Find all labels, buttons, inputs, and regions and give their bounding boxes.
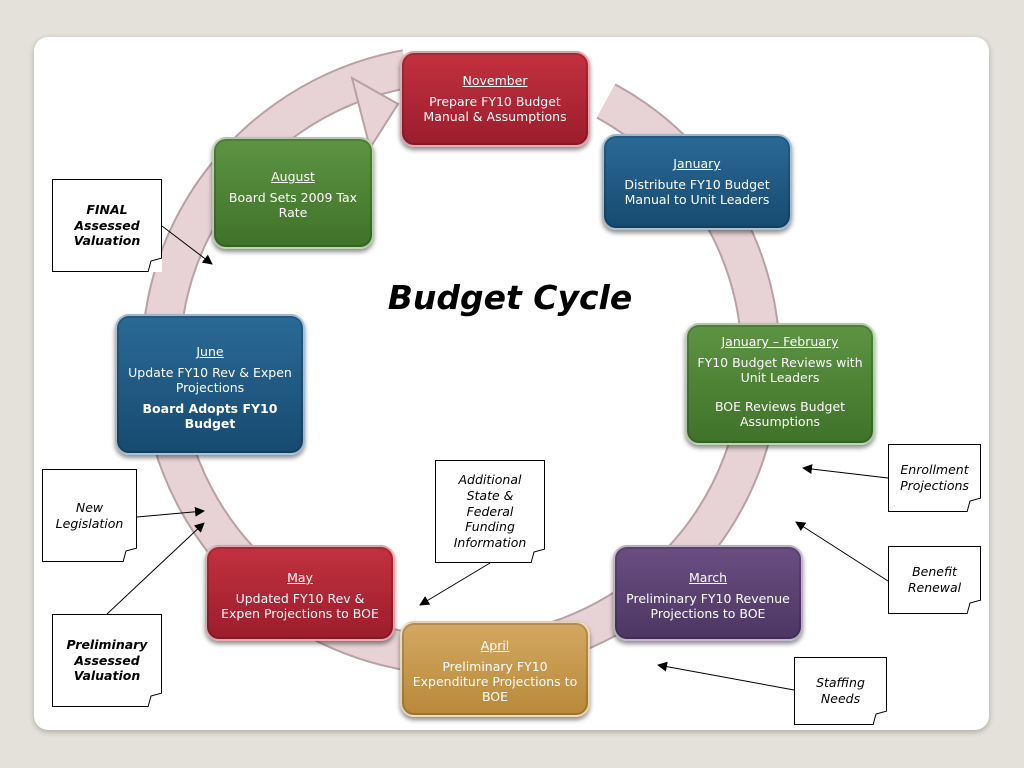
note-text: Federal xyxy=(466,503,514,519)
stage-text: Assumptions xyxy=(739,414,821,429)
stage-month: March xyxy=(688,570,728,585)
connector-preliminary-assessed xyxy=(106,522,205,615)
note-new-legislation: New Legislation xyxy=(42,469,137,562)
stage-text: Manual & Assumptions xyxy=(423,109,567,124)
note-text: Projections xyxy=(900,478,969,493)
stage-text: Updated FY10 Rev & xyxy=(235,591,365,606)
note-text: Preliminary xyxy=(66,637,148,653)
stage-text: Rate xyxy=(278,205,308,220)
stage-january: January Distribute FY10 Budget Manual to… xyxy=(602,134,792,230)
stage-text: Preliminary FY10 xyxy=(442,659,548,674)
stage-text: Projections to BOE xyxy=(650,606,766,621)
page-fold-icon xyxy=(148,693,162,707)
note-final-assessed-valuation: FINAL Assessed Valuation xyxy=(52,179,162,272)
stage-march: March Preliminary FY10 Revenue Projectio… xyxy=(613,545,803,641)
note-text: Renewal xyxy=(907,580,962,595)
stage-text: Update FY10 Rev & Expen xyxy=(128,365,292,380)
stage-text-bold: Budget xyxy=(184,416,236,431)
stage-text: Expenditure Projections to xyxy=(412,674,578,689)
page-fold-icon xyxy=(967,600,981,614)
note-benefit-renewal: Benefit Renewal xyxy=(888,546,981,614)
note-text: Information xyxy=(453,534,527,550)
note-text: FINAL xyxy=(86,202,128,218)
stage-text-bold: Board Adopts FY10 xyxy=(142,401,278,416)
note-text: Enrollment xyxy=(900,462,969,478)
stage-month: August xyxy=(271,169,315,184)
page-fold-icon xyxy=(148,258,162,272)
stage-text: Preliminary FY10 Revenue xyxy=(626,591,790,606)
stage-january-february: January – February FY10 Budget Reviews w… xyxy=(685,323,875,445)
note-text: State & xyxy=(466,488,514,504)
connector-final-assessed xyxy=(161,225,213,265)
cycle-arrow-head xyxy=(350,75,400,151)
connector-staffing xyxy=(657,661,795,691)
note-text: Legislation xyxy=(55,515,124,531)
stage-text: BOE xyxy=(481,689,509,704)
page-fold-icon xyxy=(967,498,981,512)
note-text: Additional xyxy=(458,472,522,488)
stage-month: May xyxy=(287,570,313,585)
page-fold-icon xyxy=(531,549,545,563)
note-text: New xyxy=(75,499,104,515)
stage-august: August Board Sets 2009 Tax Rate xyxy=(212,137,374,249)
stage-month: November xyxy=(462,73,528,88)
stage-november: November Prepare FY10 Budget Manual & As… xyxy=(400,51,590,147)
stage-may: May Updated FY10 Rev & Expen Projections… xyxy=(205,545,395,641)
stage-text: BOE Reviews Budget xyxy=(714,399,846,414)
note-staffing-needs: Staffing Needs xyxy=(794,657,887,725)
note-text: Assessed xyxy=(74,217,140,233)
note-text: Benefit xyxy=(912,564,957,580)
stage-text: Unit Leaders xyxy=(740,370,820,385)
page-fold-icon xyxy=(123,548,137,562)
page-fold-icon xyxy=(873,711,887,725)
note-preliminary-assessed-valuation: Preliminary Assessed Valuation xyxy=(52,614,162,707)
stage-text: Manual to Unit Leaders xyxy=(624,192,770,207)
connector-enrollment xyxy=(802,464,889,479)
stage-month: April xyxy=(480,638,510,653)
stage-june: June Update FY10 Rev & Expen Projections… xyxy=(115,314,305,455)
stage-month: January xyxy=(673,156,721,171)
stage-april: April Preliminary FY10 Expenditure Proje… xyxy=(400,621,590,717)
connector-new-legislation xyxy=(136,506,205,518)
stage-text: Distribute FY10 Budget xyxy=(624,177,770,192)
note-text: Staffing xyxy=(816,675,865,691)
note-text: Assessed xyxy=(74,652,140,668)
note-text: Needs xyxy=(820,691,861,706)
note-text: Funding xyxy=(465,519,515,535)
connector-additional-funding xyxy=(419,562,491,606)
stage-text: Board Sets 2009 Tax xyxy=(228,190,358,205)
stage-text: Expen Projections to BOE xyxy=(221,606,379,621)
stage-text: FY10 Budget Reviews with xyxy=(697,355,863,370)
note-enrollment-projections: Enrollment Projections xyxy=(888,444,981,512)
page-title: Budget Cycle xyxy=(387,278,633,317)
note-text: Valuation xyxy=(73,233,141,249)
stage-text: Prepare FY10 Budget xyxy=(429,94,561,109)
connector-benefit xyxy=(795,521,889,582)
note-text: Valuation xyxy=(73,668,141,684)
stage-text: Projections xyxy=(175,380,245,395)
stage-month: January – February xyxy=(721,334,839,349)
note-additional-funding: Additional State & Federal Funding Infor… xyxy=(435,460,545,563)
stage-month: June xyxy=(196,344,224,359)
